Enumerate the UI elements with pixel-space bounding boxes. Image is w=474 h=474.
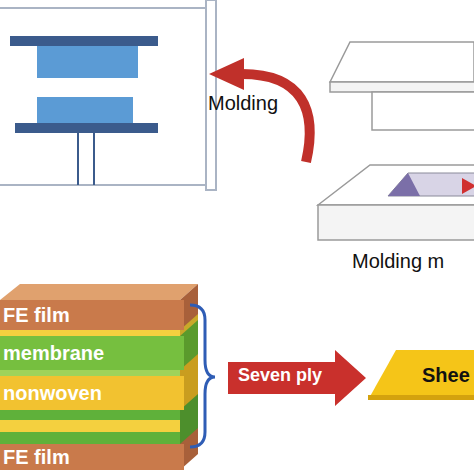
layer-band: nonwoven <box>0 376 184 410</box>
block-arrow <box>228 350 366 406</box>
caption-label: Molding m <box>352 250 444 272</box>
lower-die <box>37 97 133 123</box>
arrow-head <box>209 58 244 90</box>
mold-cavity-wall <box>388 173 420 196</box>
mold-lid-face <box>330 82 474 92</box>
mold-punch <box>372 92 474 130</box>
layer-label: membrane <box>3 342 184 364</box>
bracket <box>190 305 215 447</box>
layer-label: Shee <box>422 364 474 386</box>
curved-arrow <box>242 74 310 162</box>
layer-label: FE film <box>3 446 184 468</box>
layer-label: FE film <box>3 304 184 326</box>
sheet: Shee <box>368 350 474 400</box>
press-leg <box>93 133 95 185</box>
arrow-label: Seven ply <box>238 366 322 386</box>
stack-top <box>0 284 198 300</box>
mold-lid <box>330 42 474 82</box>
sheet-face <box>368 350 474 400</box>
layer-label: nonwoven <box>3 382 184 404</box>
layer-band: membrane <box>0 336 184 370</box>
upper-platen <box>10 36 158 46</box>
layer-band: FE film <box>0 300 184 330</box>
red-arrow <box>462 178 474 194</box>
caption-label: Molding <box>208 92 278 114</box>
mold-base-top <box>318 165 474 205</box>
press-leg <box>77 133 79 185</box>
upper-die <box>37 46 138 78</box>
sheet-edge <box>368 395 474 400</box>
layer-band: FE film <box>0 444 184 470</box>
lower-platen <box>15 123 158 133</box>
mold-cavity <box>388 173 474 196</box>
mold-base-front <box>318 205 474 240</box>
press-frame <box>0 8 206 185</box>
